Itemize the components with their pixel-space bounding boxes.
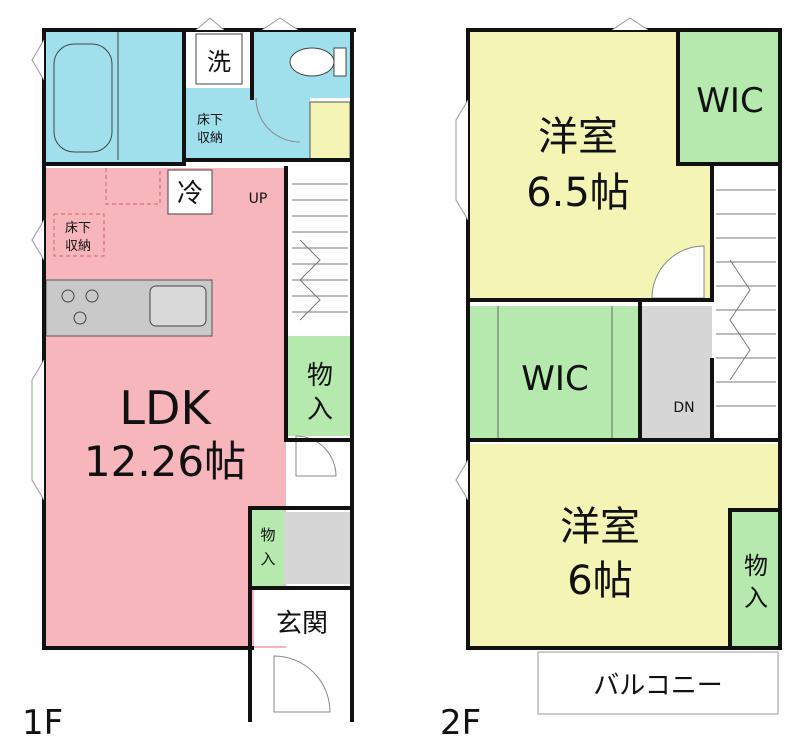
fridge-space bbox=[167, 169, 213, 215]
stair-up-label: UP bbox=[249, 191, 268, 207]
walls-1f bbox=[42, 28, 356, 722]
wic-b-label: WIC bbox=[521, 359, 588, 399]
wic-a-area bbox=[680, 30, 780, 162]
washroom-area bbox=[184, 88, 310, 160]
ldk-size-label: 12.26帖 bbox=[84, 437, 246, 486]
door-swing bbox=[295, 435, 337, 477]
hall-2f-area bbox=[642, 306, 712, 440]
storage-2f-line2: 入 bbox=[744, 584, 768, 612]
western-room-a-name: 洋室 bbox=[538, 114, 618, 160]
stair-2f-area bbox=[714, 166, 778, 442]
underfloor-storage-b-line1: 床下 bbox=[65, 221, 91, 236]
stove-burner bbox=[73, 311, 87, 325]
balcony-area bbox=[537, 651, 779, 715]
storage-1f-b-line1: 物 bbox=[260, 526, 275, 544]
storage-1f-b-area bbox=[252, 510, 284, 586]
first-floor bbox=[31, 17, 356, 722]
underfloor-storage-a-line2: 収納 bbox=[197, 131, 223, 146]
door-swing bbox=[651, 245, 705, 299]
stairs-1f bbox=[292, 183, 348, 321]
bathtub bbox=[53, 43, 113, 153]
underfloor-storage-a-line1: 床下 bbox=[197, 113, 223, 128]
western-room-b-area bbox=[468, 444, 778, 648]
entrance-hall-area bbox=[284, 512, 350, 584]
washer-space bbox=[195, 33, 243, 85]
door-swing bbox=[255, 97, 301, 143]
walls-2f bbox=[466, 28, 782, 650]
fridge-label: 冷 bbox=[177, 179, 203, 209]
underfloor-storage-outline bbox=[105, 168, 161, 205]
stair-down-label: DN bbox=[673, 400, 694, 416]
second-floor bbox=[455, 17, 782, 715]
stair-1f-area bbox=[288, 168, 350, 334]
western-room-b-name: 洋室 bbox=[560, 504, 640, 550]
window-markers-1f bbox=[31, 17, 299, 501]
western-room-b-size: 6帖 bbox=[567, 558, 632, 604]
western-room-a-size: 6.5帖 bbox=[526, 170, 630, 216]
toilet-bowl bbox=[289, 47, 335, 77]
balcony-label: バルコニー bbox=[593, 671, 722, 701]
door-swing bbox=[273, 655, 331, 713]
sink-counter bbox=[309, 101, 351, 161]
entrance-area bbox=[254, 590, 350, 646]
floor-label-1f: 1F bbox=[22, 703, 63, 743]
wic-a-label: WIC bbox=[696, 81, 763, 121]
kitchen-sink bbox=[149, 285, 207, 327]
storage-2f-area bbox=[732, 512, 778, 646]
storage-1f-a-line2: 入 bbox=[307, 395, 333, 425]
floor-label-2f: 2F bbox=[440, 703, 481, 743]
western-room-a-area bbox=[468, 30, 678, 298]
underfloor-storage-b-box bbox=[53, 213, 105, 257]
window-markers-2f bbox=[455, 17, 649, 501]
storage-1f-b-line2: 入 bbox=[260, 550, 275, 568]
ldk-name-label: LDK bbox=[119, 381, 212, 435]
washroom-label: 洗 bbox=[207, 48, 231, 76]
entrance-label: 玄関 bbox=[276, 609, 328, 639]
stove-burner bbox=[61, 289, 75, 303]
underfloor-storage-b-line2: 収納 bbox=[65, 239, 91, 254]
stairs-2f bbox=[716, 189, 776, 407]
storage-1f-a-line1: 物 bbox=[307, 361, 333, 391]
storage-1f-a-area bbox=[288, 336, 350, 436]
toilet-tank bbox=[333, 47, 347, 77]
storage-2f-line1: 物 bbox=[744, 552, 768, 580]
stove-burner bbox=[85, 289, 99, 303]
